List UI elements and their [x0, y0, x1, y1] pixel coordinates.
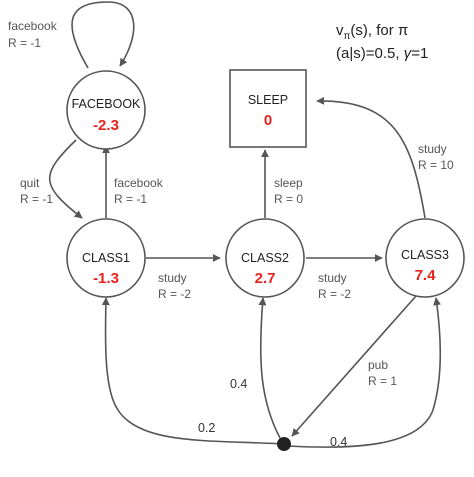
label-class2-study-reward: R = -2 [318, 287, 351, 301]
label-quit-action: quit [20, 176, 40, 190]
edge-facebook-loop [71, 1, 135, 69]
label-class3-study-action: study [418, 142, 447, 156]
node-class1[interactable]: CLASS1 -1.3 [66, 218, 146, 298]
node-class2-label: CLASS2 [241, 251, 289, 265]
node-facebook-label: FACEBOOK [72, 97, 141, 111]
label-facebook-loop-reward: R = -1 [8, 36, 41, 50]
edge-class3-sleep [316, 96, 426, 219]
label-quit-reward: R = -1 [20, 192, 53, 206]
edge-class3-pub [291, 295, 417, 437]
label-sleep-action: sleep [274, 176, 303, 190]
node-class3-label: CLASS3 [401, 248, 449, 262]
label-pub-reward: R = 1 [368, 374, 397, 388]
label-pub-action: pub [368, 358, 388, 372]
node-facebook-value: -2.3 [93, 117, 119, 134]
label-facebook-loop-action: facebook [8, 19, 58, 33]
label-class1-facebook-action: facebook [114, 176, 164, 190]
label-class3-study-reward: R = 10 [418, 158, 454, 172]
pub-chance-node[interactable] [277, 437, 291, 451]
node-sleep-label: SLEEP [248, 93, 288, 107]
edge-facebook-quit [48, 139, 83, 219]
title-line-2: (a|s)=0.5, γ=1 [336, 45, 428, 62]
node-sleep[interactable]: SLEEP 0 [229, 69, 307, 148]
label-sleep-reward: R = 0 [274, 192, 303, 206]
prob-to-class2: 0.4 [230, 377, 247, 391]
title-line-1: vπ(s), for π [336, 22, 408, 42]
node-class2[interactable]: CLASS2 2.7 [225, 218, 305, 298]
label-class1-study-reward: R = -2 [158, 287, 191, 301]
label-class1-study-action: study [158, 271, 187, 285]
node-class2-value: 2.7 [255, 270, 276, 287]
node-facebook[interactable]: FACEBOOK -2.3 [66, 70, 146, 150]
label-class1-facebook-reward: R = -1 [114, 192, 147, 206]
node-class1-value: -1.3 [93, 270, 119, 287]
node-class3-value: 7.4 [415, 267, 437, 284]
node-class3[interactable]: CLASS3 7.4 [385, 218, 465, 298]
diagram-title: vπ(s), for π (a|s)=0.5, γ=1 [336, 22, 428, 62]
node-sleep-value: 0 [264, 112, 272, 129]
edge-pub-class3 [287, 297, 441, 448]
node-class1-label: CLASS1 [82, 251, 130, 265]
edge-pub-class2 [258, 297, 281, 439]
edge-pub-class1 [101, 297, 285, 445]
label-class2-study-action: study [318, 271, 347, 285]
prob-to-class1: 0.2 [198, 421, 215, 435]
prob-to-class3: 0.4 [330, 435, 347, 449]
